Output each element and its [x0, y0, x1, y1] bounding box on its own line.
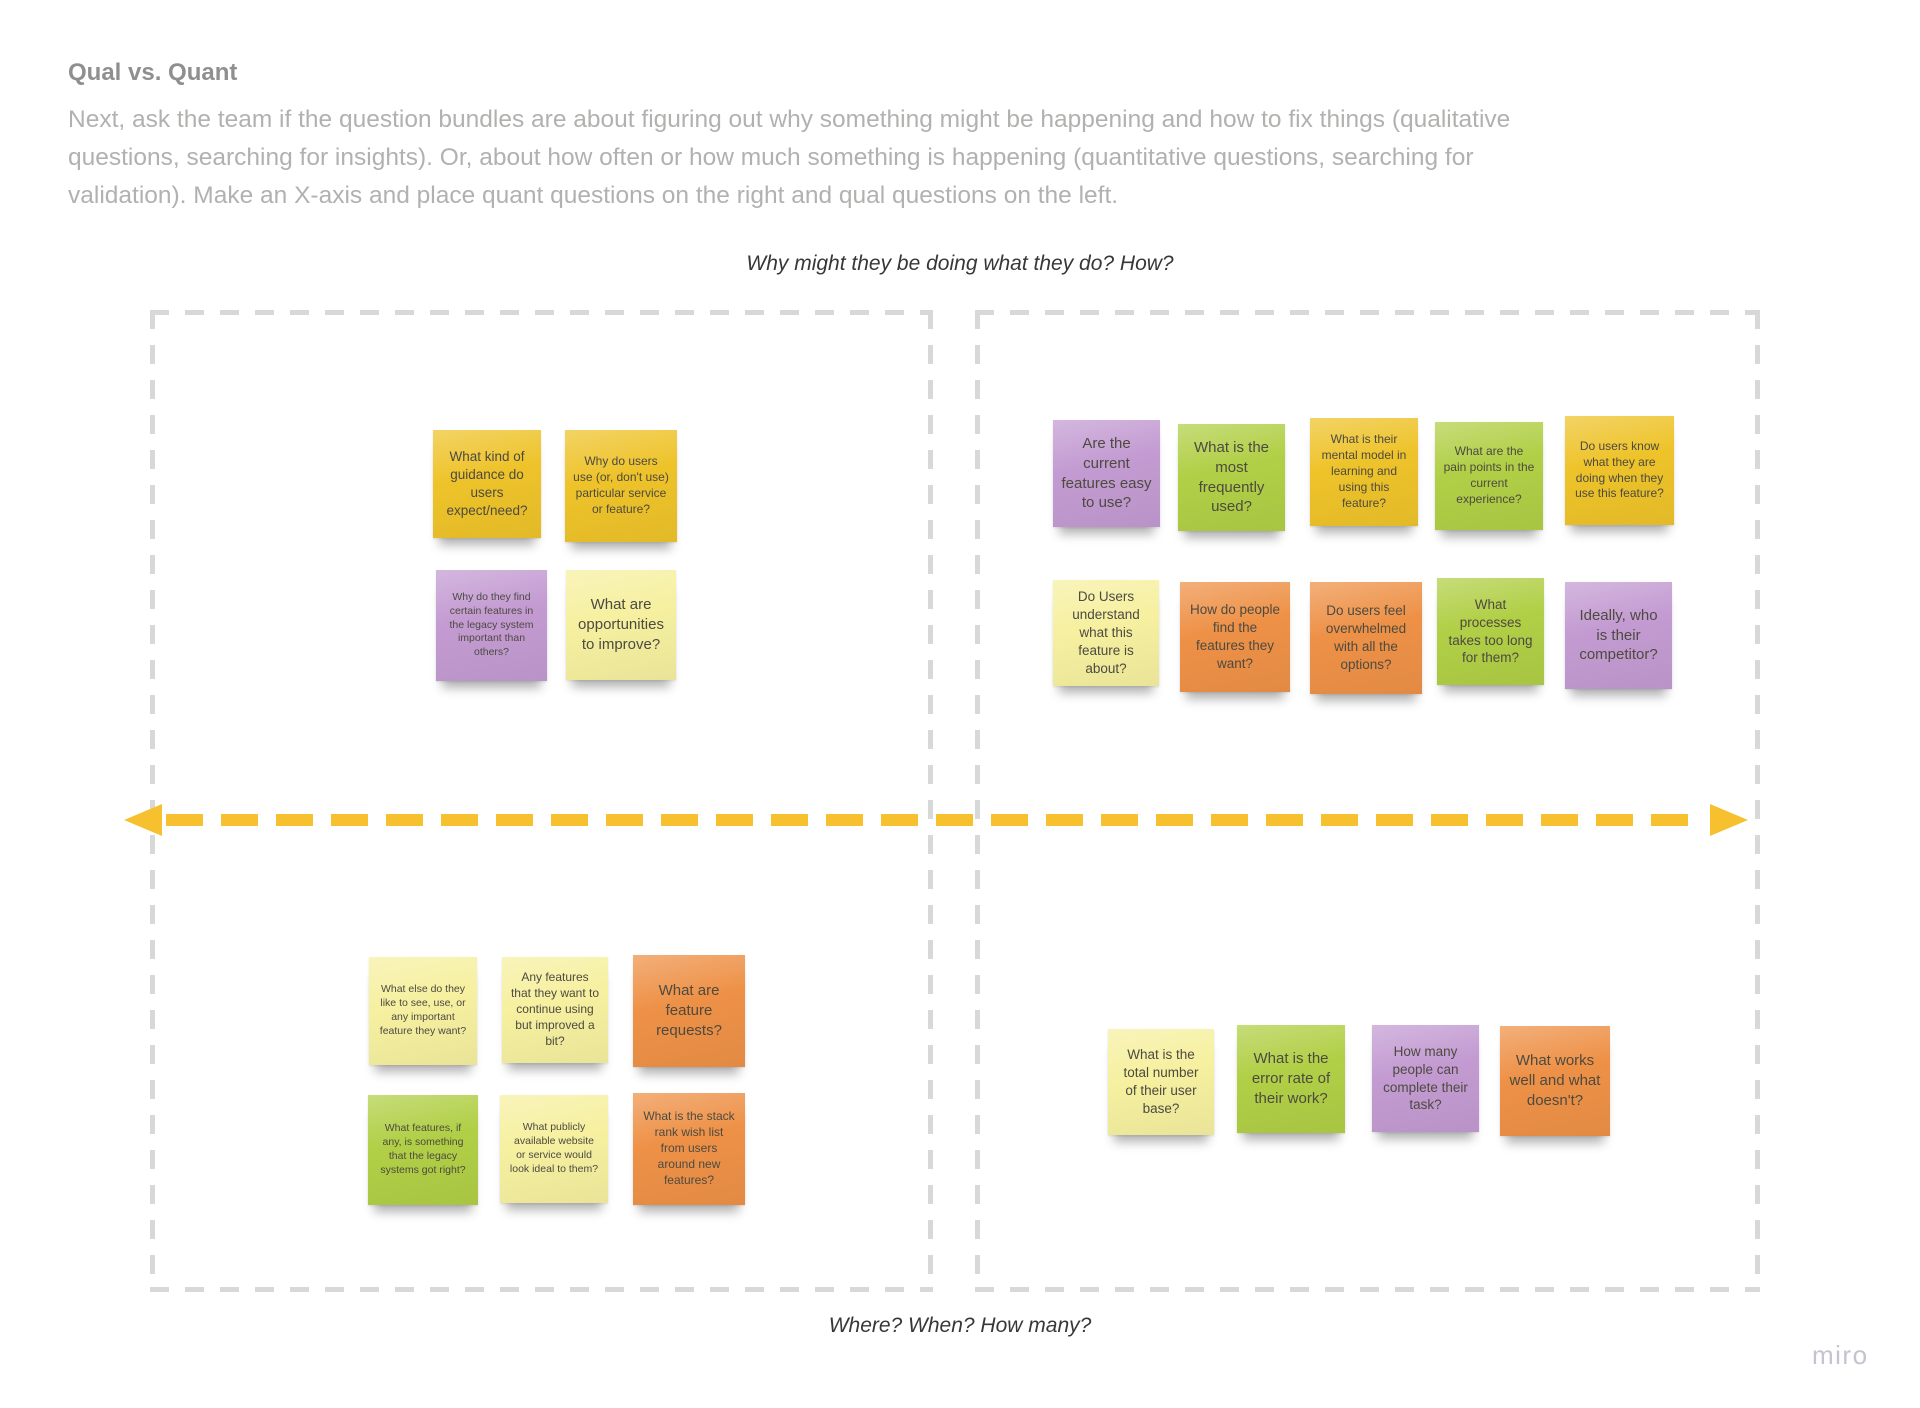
sticky-note[interactable]: Are the current features easy to use? — [1053, 420, 1160, 527]
sticky-note[interactable]: What are feature requests? — [633, 955, 745, 1067]
sticky-note[interactable]: What is the error rate of their work? — [1237, 1025, 1345, 1133]
exercise-description-line: Next, ask the team if the question bundl… — [68, 106, 1511, 133]
sticky-note[interactable]: What features, if any, is something that… — [368, 1095, 478, 1205]
sticky-note[interactable]: What is their mental model in learning a… — [1310, 418, 1418, 526]
exercise-title: Qual vs. Quant — [68, 59, 238, 86]
sticky-note[interactable]: Ideally, who is their competitor? — [1565, 582, 1672, 689]
sticky-note[interactable]: What else do they like to see, use, or a… — [369, 957, 477, 1065]
sticky-note[interactable]: What processes takes too long for them? — [1437, 578, 1544, 685]
exercise-description-line: validation). Make an X-axis and place qu… — [68, 182, 1119, 209]
sticky-note[interactable]: Do users feel overwhelmed with all the o… — [1310, 582, 1422, 694]
sticky-note[interactable]: What is the stack rank wish list from us… — [633, 1093, 745, 1205]
sticky-note[interactable]: What are the pain points in the current … — [1435, 422, 1543, 530]
sticky-note[interactable]: How do people find the features they wan… — [1180, 582, 1290, 692]
sticky-note[interactable]: Why do users use (or, don't use) particu… — [565, 430, 677, 542]
sticky-note[interactable]: Any features that they want to continue … — [502, 957, 608, 1063]
sticky-note[interactable]: What works well and what doesn't? — [1500, 1026, 1610, 1136]
sticky-note[interactable]: How many people can complete their task? — [1372, 1025, 1479, 1132]
arrow-right-head-icon — [1710, 804, 1748, 836]
axis-label-top: Why might they be doing what they do? Ho… — [746, 252, 1174, 275]
sticky-note[interactable]: What is the total number of their user b… — [1108, 1029, 1214, 1135]
sticky-note[interactable]: What publicly available website or servi… — [500, 1095, 608, 1203]
x-axis-arrow — [124, 804, 1748, 836]
miro-logo: miro — [1812, 1340, 1869, 1370]
sticky-note[interactable]: What is the most frequently used? — [1178, 424, 1285, 531]
axis-label-bottom: Where? When? How many? — [828, 1314, 1092, 1337]
arrow-left-head-icon — [124, 804, 162, 836]
arrow-shaft — [166, 814, 1706, 826]
sticky-note[interactable]: Do users know what they are doing when t… — [1565, 416, 1674, 525]
exercise-description-line: questions, searching for insights). Or, … — [68, 144, 1474, 171]
sticky-note[interactable]: Why do they find certain features in the… — [436, 570, 547, 681]
sticky-note[interactable]: What are opportunities to improve? — [566, 570, 676, 680]
sticky-note[interactable]: What kind of guidance do users expect/ne… — [433, 430, 541, 538]
sticky-note[interactable]: Do Users understand what this feature is… — [1053, 580, 1159, 686]
exercise-header: Qual vs. Quant Next, ask the team if the… — [68, 58, 1513, 215]
